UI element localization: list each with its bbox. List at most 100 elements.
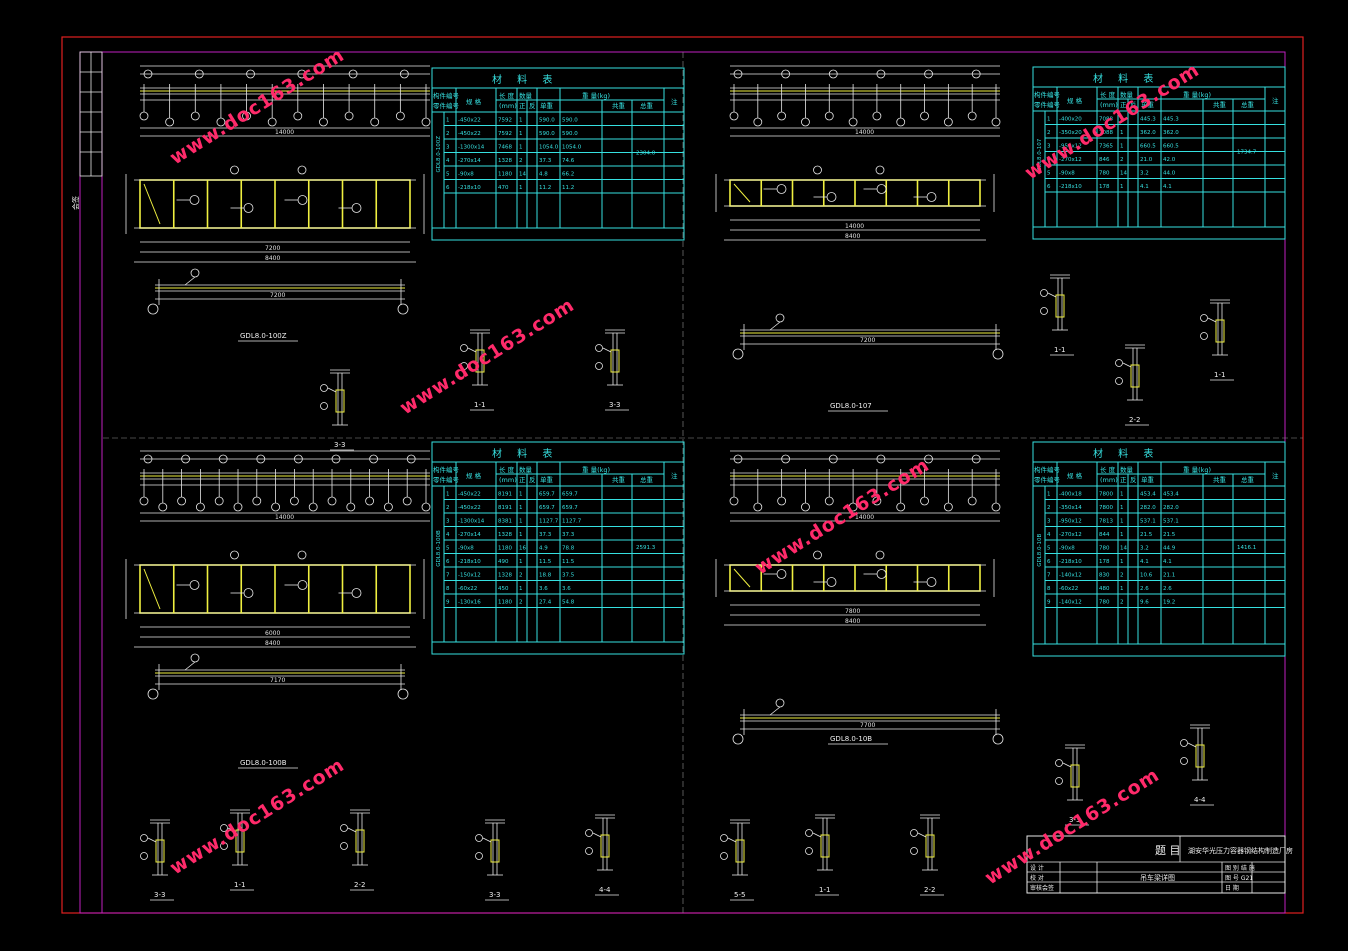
table-cell: 8191 bbox=[498, 505, 512, 511]
section-detail-5: 2-2 bbox=[1115, 344, 1149, 426]
table-cell: 5 bbox=[446, 546, 450, 552]
table-cell: 2 bbox=[1120, 600, 1124, 606]
table-title-2: 材 料 表 bbox=[1093, 72, 1159, 85]
table-cell: 282.0 bbox=[1163, 505, 1179, 511]
section-detail-14: 2-2 bbox=[910, 814, 944, 896]
flange-dim-2: 7200 bbox=[860, 337, 875, 344]
section-detail-6: 1-1 bbox=[1200, 299, 1234, 381]
table-cell: 10.6 bbox=[1140, 573, 1153, 579]
table-cell: 659.7 bbox=[562, 505, 578, 511]
table-cell: 37.3 bbox=[539, 532, 552, 538]
table-cell: 44.9 bbox=[1163, 546, 1176, 552]
watermark-1: www.doc163.com bbox=[166, 44, 349, 169]
table-cell: -218x10 bbox=[1059, 184, 1082, 190]
table-cell: 453.4 bbox=[1163, 492, 1179, 498]
table-cell: 1328 bbox=[498, 573, 512, 579]
table-cell: 2 bbox=[1120, 157, 1124, 163]
title-label: 题 目 bbox=[1155, 844, 1181, 857]
table-cell: 1 bbox=[1047, 117, 1051, 123]
tb-right-1: 图 号 G21 bbox=[1225, 875, 1253, 882]
table-cell: 1 bbox=[1120, 532, 1124, 538]
table-cell: 4.9 bbox=[539, 546, 548, 552]
table-cell: 7 bbox=[1047, 573, 1051, 579]
table-cell: 1180 bbox=[498, 600, 512, 606]
svg-text:重 量(kg): 重 量(kg) bbox=[582, 92, 610, 100]
section-detail-16: 4-4 bbox=[1180, 724, 1214, 806]
elev-dim-a-1: 7200 bbox=[265, 245, 280, 252]
table-cell: 2 bbox=[519, 573, 523, 579]
table-cell: 590.0 bbox=[539, 131, 555, 137]
table-cell: 1 bbox=[1120, 505, 1124, 511]
table-cell: 6 bbox=[1047, 184, 1051, 190]
table-cell: -140x12 bbox=[1059, 600, 1082, 606]
table-code-3: GDL8.0-100B bbox=[436, 530, 442, 567]
section-detail-15: 3-3 bbox=[1055, 744, 1089, 826]
table-cell: 7813 bbox=[1099, 519, 1113, 525]
svg-text:反: 反 bbox=[1130, 475, 1137, 484]
section-detail-8: 3-3 bbox=[140, 819, 174, 901]
table-code-1: GDL8.0-100Z bbox=[436, 136, 442, 173]
section-detail-1: 1-1 bbox=[460, 329, 494, 411]
section-detail-13: 1-1 bbox=[805, 814, 839, 896]
table-cell: 2.6 bbox=[1163, 586, 1172, 592]
table-cell: 21.1 bbox=[1163, 573, 1175, 579]
table-cell: 11.5 bbox=[539, 559, 552, 565]
sheet-name: 吊车梁详图 bbox=[1140, 873, 1175, 882]
svg-text:长 度: 长 度 bbox=[499, 91, 515, 100]
table-cell: 2 bbox=[1047, 130, 1051, 136]
table-cell: 1 bbox=[519, 519, 523, 525]
table-cell: 178 bbox=[1099, 184, 1110, 190]
section-label: 2-2 bbox=[1129, 416, 1140, 424]
watermark-5: www.doc163.com bbox=[166, 754, 349, 879]
elev-dim-b-3: 8400 bbox=[265, 640, 280, 647]
table-cell: -140x12 bbox=[1059, 573, 1082, 579]
table-cell: -270x14 bbox=[458, 532, 481, 538]
table-cell: 27.4 bbox=[539, 600, 552, 606]
table-cell: 5 bbox=[1047, 171, 1051, 177]
watermark-2: www.doc163.com bbox=[396, 294, 579, 419]
svg-text:数量: 数量 bbox=[519, 91, 533, 100]
svg-text:构件编号: 构件编号 bbox=[1034, 90, 1061, 99]
table-cell: -270x12 bbox=[1059, 157, 1082, 163]
table-cell: 3.6 bbox=[539, 586, 548, 592]
svg-text:反: 反 bbox=[1130, 100, 1137, 109]
table-cell: 490 bbox=[498, 559, 509, 565]
table-cell: 21.5 bbox=[1163, 532, 1176, 538]
svg-text:正: 正 bbox=[1120, 476, 1127, 484]
table-cell: 4.8 bbox=[539, 172, 548, 178]
table-cell: 37.5 bbox=[562, 573, 575, 579]
table-cell: 1 bbox=[519, 145, 523, 151]
table-cell: -400x18 bbox=[1059, 492, 1082, 498]
table-cell: 7800 bbox=[1099, 492, 1113, 498]
section-label: 3-3 bbox=[489, 891, 500, 899]
svg-text:构件编号: 构件编号 bbox=[433, 465, 460, 474]
table-cell: -90x8 bbox=[1059, 546, 1075, 552]
table-cell: 42.0 bbox=[1163, 157, 1176, 163]
table-cell: 2 bbox=[1047, 505, 1051, 511]
table-cell: 1054.0 bbox=[562, 145, 582, 151]
table-cell: 9 bbox=[446, 600, 450, 606]
table-cell: 7800 bbox=[1099, 505, 1113, 511]
section-detail-4: 1-1 bbox=[1040, 274, 1074, 356]
table-cell: 453.4 bbox=[1140, 492, 1156, 498]
svg-text:重 量(kg): 重 量(kg) bbox=[1183, 91, 1211, 99]
svg-text:构件编号: 构件编号 bbox=[1034, 465, 1061, 474]
table-cell: 44.0 bbox=[1163, 171, 1176, 177]
table-cell: 780 bbox=[1099, 171, 1110, 177]
section-label: 4-4 bbox=[1194, 796, 1206, 804]
table-cell: 1 bbox=[1120, 519, 1124, 525]
section-label: 1-1 bbox=[234, 881, 245, 889]
table-cell: 54.8 bbox=[562, 600, 575, 606]
section-label: 1-1 bbox=[474, 401, 485, 409]
svg-text:注: 注 bbox=[671, 471, 678, 480]
section-label: 2-2 bbox=[924, 886, 935, 894]
svg-text:单重: 单重 bbox=[1141, 475, 1155, 484]
table-cell: 37.3 bbox=[539, 158, 552, 164]
table-cell: 18.8 bbox=[539, 573, 552, 579]
table-cell: 3 bbox=[446, 145, 450, 151]
table-cell: 362.0 bbox=[1140, 130, 1156, 136]
table-cell: 1328 bbox=[498, 158, 512, 164]
table-cell: 4 bbox=[1047, 532, 1051, 538]
svg-text:注: 注 bbox=[1272, 96, 1279, 105]
